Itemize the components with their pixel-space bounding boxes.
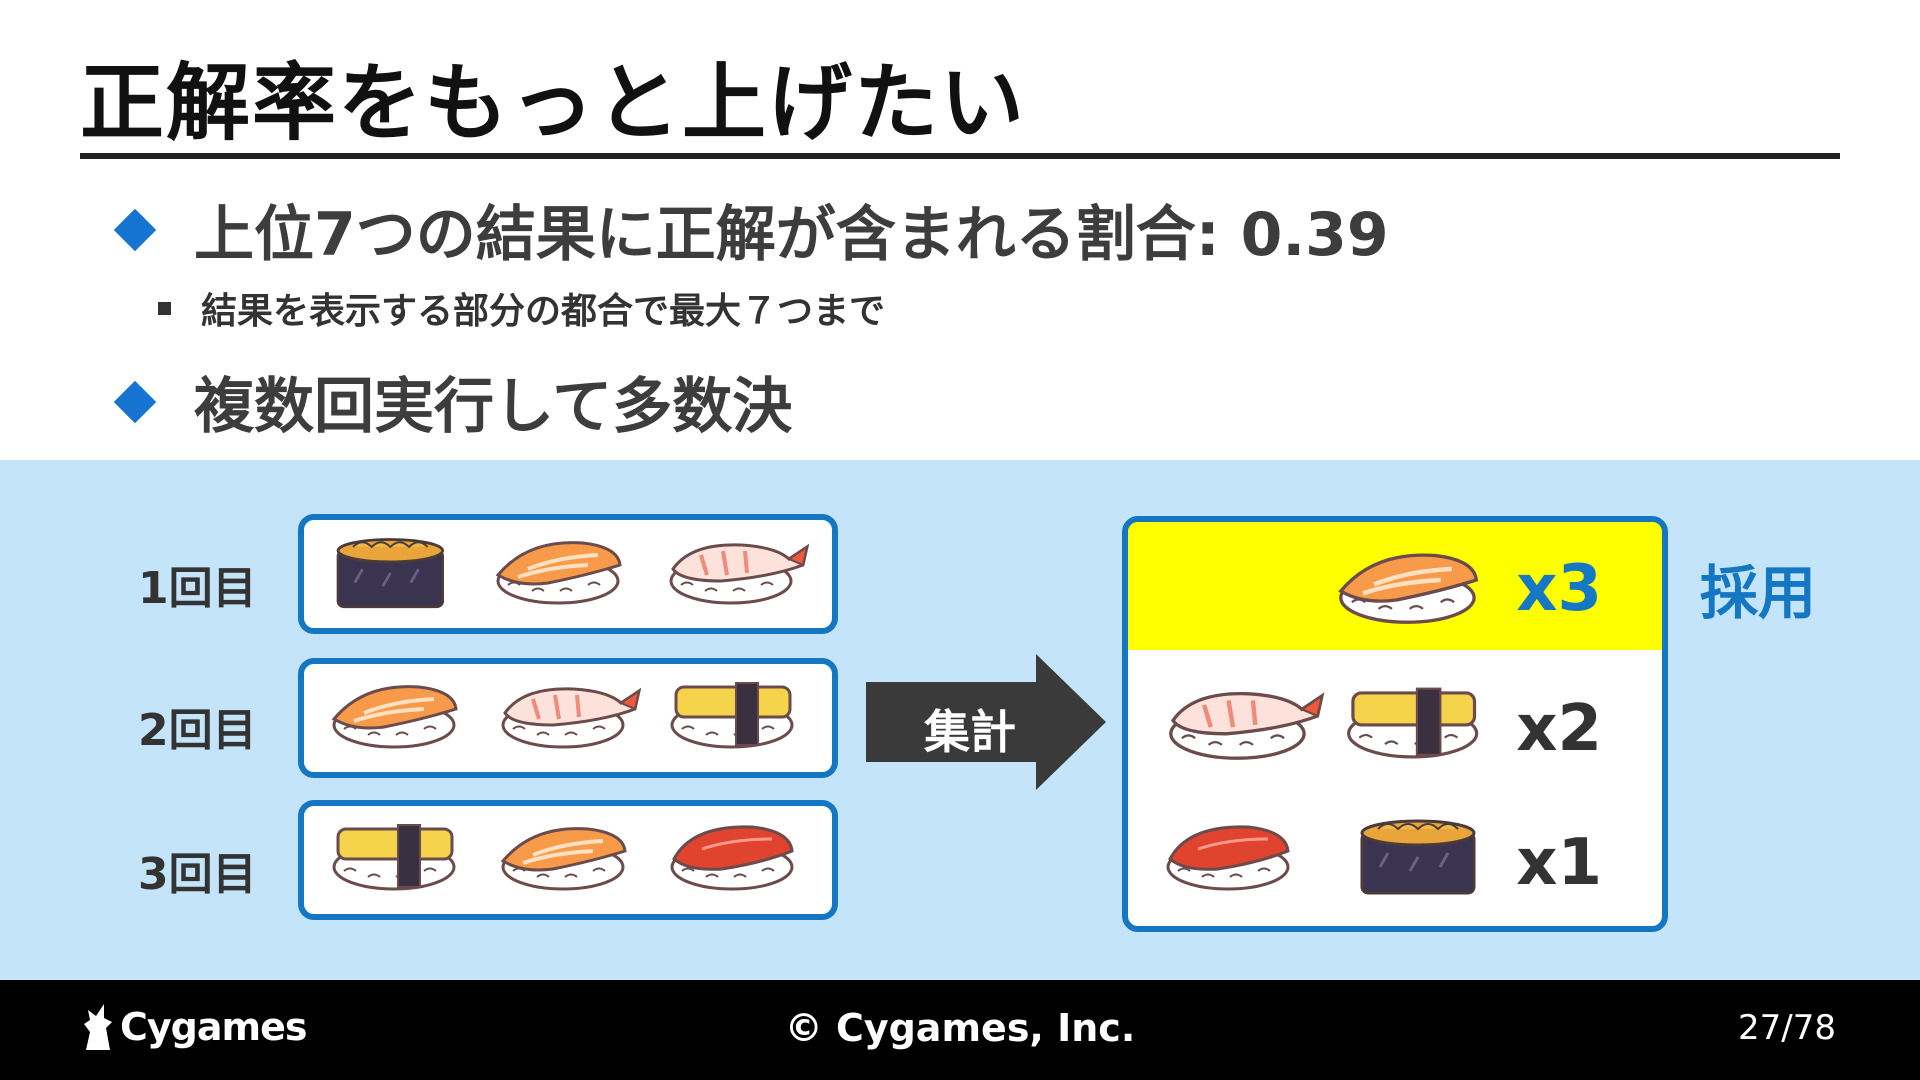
count-x3: x3: [1516, 552, 1602, 626]
ebi-sushi-icon: [661, 529, 811, 619]
salmon-sushi-icon: [488, 529, 638, 619]
count-x1: x1: [1516, 826, 1602, 900]
run-label-1: 1回目: [138, 563, 257, 614]
page-number: 27/78: [1738, 1008, 1836, 1048]
maguro-sushi-icon: [662, 815, 812, 905]
sub-bullet-text: 結果を表示する部分の都合で最大７つまで: [201, 291, 886, 332]
slide-title: 正解率をもっと上げたい: [80, 54, 1027, 152]
aggregate-label: 集計: [924, 705, 1016, 759]
maguro-sushi-icon: [1158, 810, 1308, 910]
aggregated-results: x3 x2 x1: [1122, 516, 1668, 932]
bullet-1-text: 上位7つの結果に正解が含まれる割合: 0.39: [194, 200, 1389, 270]
salmon-sushi-icon: [1328, 540, 1498, 640]
count-x2: x2: [1516, 692, 1602, 766]
arrow-right-icon: [866, 654, 1106, 790]
result-row-third: x1: [1128, 796, 1662, 926]
salmon-sushi-icon: [493, 815, 643, 905]
copyright-text: © Cygames, Inc.: [784, 1006, 1136, 1050]
footer: Cygames © Cygames, Inc. 27/78: [0, 980, 1920, 1080]
bullet-1: 上位7つの結果に正解が含まれる割合: 0.39: [108, 186, 1389, 273]
uni-sushi-icon: [336, 538, 445, 609]
knight-logo-icon: [84, 1004, 112, 1050]
diamond-bullet-icon: [113, 380, 157, 423]
sub-bullet: 結果を表示する部分の都合で最大７つまで: [158, 282, 885, 334]
result-row-top: x3: [1128, 522, 1662, 650]
title-divider: [80, 153, 1840, 159]
salmon-sushi-icon: [324, 673, 474, 763]
result-row-second: x2: [1128, 662, 1662, 792]
adopted-label: 採用: [1700, 559, 1817, 627]
bullet-2-text: 複数回実行して多数決: [194, 372, 793, 442]
bullet-2: 複数回実行して多数決: [108, 358, 792, 445]
square-bullet-icon: [158, 301, 171, 315]
run-label-3: 3回目: [138, 849, 257, 900]
run-2-results: [298, 658, 838, 778]
run-1-results: [298, 514, 838, 634]
tamago-sushi-icon: [1338, 676, 1498, 776]
tamago-sushi-icon: [662, 673, 812, 763]
cygames-logo: Cygames: [80, 1002, 307, 1052]
tamago-sushi-icon: [324, 815, 474, 905]
run-label-2: 2回目: [138, 705, 257, 756]
run-3-results: [298, 800, 838, 920]
brand-name: Cygames: [120, 1005, 307, 1049]
uni-sushi-icon: [1360, 819, 1476, 895]
ebi-sushi-icon: [493, 673, 643, 763]
ebi-sushi-icon: [1158, 676, 1328, 776]
diamond-bullet-icon: [113, 208, 157, 251]
